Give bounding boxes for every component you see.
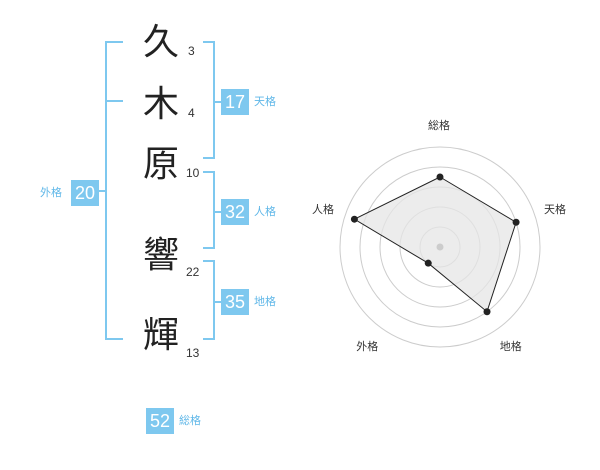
radar-point-3 — [424, 259, 432, 267]
gaikaku-bracket-middle — [105, 100, 123, 102]
jinkaku-badge: 32 — [221, 199, 249, 225]
radar-axis-label-0: 総格 — [428, 119, 450, 132]
jinkaku-bracket-vertical — [213, 171, 215, 249]
jinkaku-label: 人格 — [254, 205, 276, 218]
tenkaku-badge: 17 — [221, 89, 249, 115]
radar-center-dot — [436, 243, 444, 251]
gaikaku-badge: 20 — [71, 180, 99, 206]
gaikaku-bracket-bottom — [105, 338, 123, 340]
soukaku-label: 総格 — [179, 414, 201, 427]
name-char-1: 久 — [143, 22, 180, 63]
radar-point-1 — [512, 218, 520, 226]
stroke-count-4: 22 — [186, 265, 200, 279]
radar-area — [353, 176, 517, 313]
jinkaku-bracket-top — [203, 171, 215, 173]
radar-axis-label-1: 天格 — [544, 203, 567, 217]
jinkaku-bracket-bottom — [203, 247, 215, 249]
stroke-count-5: 13 — [186, 346, 200, 360]
chikaku-connector — [215, 301, 221, 303]
radar-point-2 — [483, 308, 491, 316]
name-char-3: 原 — [143, 144, 180, 185]
gaikaku-bracket-vertical — [105, 41, 107, 340]
gaikaku-label: 外格 — [40, 186, 62, 199]
stroke-count-3: 10 — [186, 166, 200, 180]
radar-ring-4 — [359, 166, 521, 328]
chikaku-bracket-vertical — [213, 260, 215, 340]
tenkaku-bracket-vertical — [213, 41, 215, 159]
radar-axis-label-2: 地格 — [499, 339, 522, 353]
radar-point-4 — [350, 215, 358, 223]
gaikaku-bracket-top — [105, 41, 123, 43]
radar-point-0 — [436, 173, 444, 181]
gaikaku-connector — [99, 190, 105, 192]
soukaku-badge: 52 — [146, 408, 174, 434]
jinkaku-connector — [215, 211, 221, 213]
name-char-2: 木 — [143, 84, 180, 125]
radar-axis-label-3: 外格 — [356, 339, 379, 353]
tenkaku-connector — [215, 101, 221, 103]
tenkaku-bracket-bottom — [203, 157, 215, 159]
radar-axis-label-4: 人格 — [311, 203, 334, 217]
stroke-count-1: 3 — [188, 44, 195, 58]
chikaku-label: 地格 — [254, 295, 276, 308]
tenkaku-label: 天格 — [254, 95, 276, 108]
name-char-4: 響 — [143, 235, 180, 276]
name-char-5: 輝 — [143, 315, 180, 356]
stroke-count-2: 4 — [188, 106, 195, 120]
chikaku-bracket-top — [203, 260, 215, 262]
chikaku-bracket-bottom — [203, 338, 215, 340]
chikaku-badge: 35 — [221, 289, 249, 315]
tenkaku-bracket-top — [203, 41, 215, 43]
